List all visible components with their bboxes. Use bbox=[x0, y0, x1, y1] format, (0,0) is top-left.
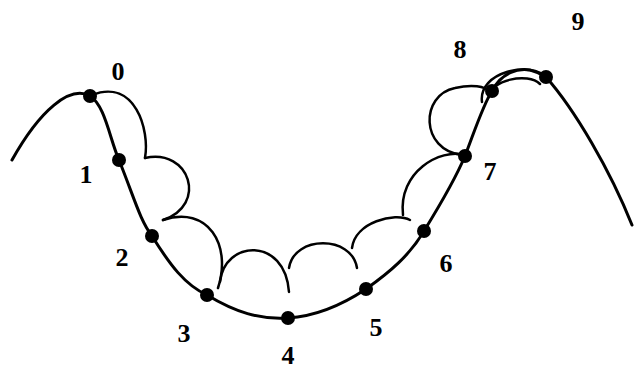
hop-arc bbox=[403, 154, 465, 215]
point-dot bbox=[200, 288, 214, 302]
hop-arc bbox=[92, 92, 146, 158]
point-dot bbox=[417, 224, 431, 238]
callout-number: 9 bbox=[572, 9, 585, 35]
point-dot bbox=[281, 311, 295, 325]
callout-number: 4 bbox=[282, 343, 295, 369]
callout-number: 6 bbox=[440, 251, 453, 277]
hop-arc bbox=[163, 217, 222, 288]
hop-arc bbox=[289, 243, 357, 268]
point-dot bbox=[359, 282, 373, 296]
callout-number: 0 bbox=[112, 59, 125, 85]
callout-number: 1 bbox=[80, 162, 93, 188]
hop-arc bbox=[482, 70, 548, 102]
callout-number: 3 bbox=[178, 321, 191, 347]
callout-number: 2 bbox=[116, 245, 129, 271]
point-dot bbox=[458, 149, 472, 163]
callout-number: 5 bbox=[370, 315, 383, 341]
hop-arc bbox=[145, 157, 189, 220]
hop-arc bbox=[220, 250, 289, 292]
callout-number: 8 bbox=[454, 37, 467, 63]
valley-curve bbox=[12, 70, 632, 319]
point-dot bbox=[83, 89, 97, 103]
point-dot bbox=[539, 70, 553, 84]
hop-arc bbox=[352, 217, 410, 248]
point-dot bbox=[485, 84, 499, 98]
callout-number: 7 bbox=[484, 159, 497, 185]
point-dot bbox=[145, 229, 159, 243]
point-dot bbox=[112, 153, 126, 167]
